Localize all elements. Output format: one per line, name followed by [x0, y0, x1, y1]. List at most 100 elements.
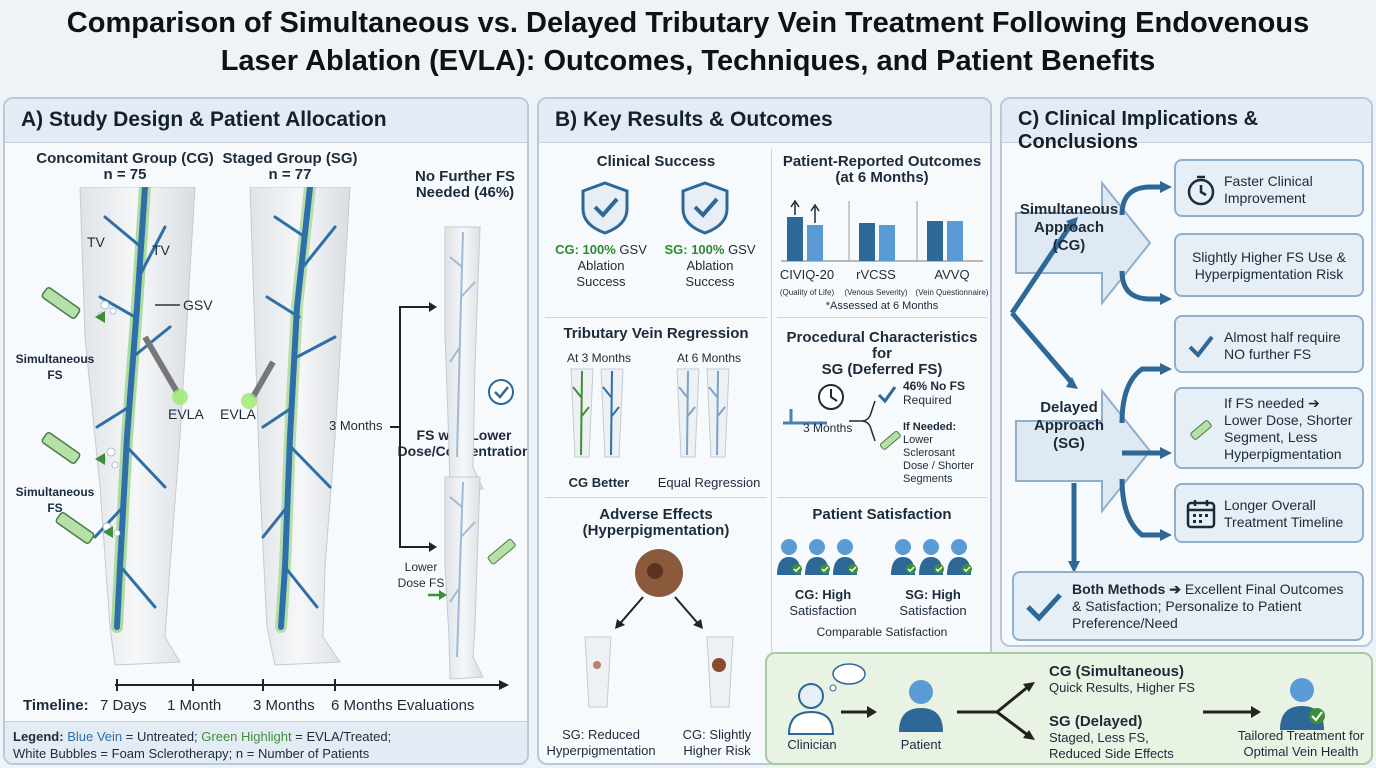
timeline-label: Timeline: [23, 697, 89, 714]
calendar-icon [1186, 500, 1216, 529]
person-icon [777, 539, 802, 575]
satisfaction-people [777, 538, 973, 576]
pro-bar-avvq-sg [947, 221, 963, 261]
sg-leg [249, 187, 351, 666]
three-months-label: 3 Months [329, 418, 383, 433]
regression-title: Tributary Vein Regression [563, 325, 749, 342]
title-line-2: Laser Ablation (EVLA): Outcomes, Techniq… [220, 45, 1156, 77]
lower-dose-leg [444, 476, 484, 680]
gsv-label: GSV [183, 297, 213, 313]
pro-title: Patient-Reported Outcomes(at 6 Months) [782, 153, 982, 186]
panel-a-title: A) Study Design & Patient Allocation [21, 108, 387, 131]
legend-box [5, 721, 527, 763]
shield-icons [581, 181, 729, 235]
cg-group-title: Concomitant Group (CG)n = 75 [36, 150, 214, 183]
pathway-diagram [787, 663, 1325, 740]
timeline-1-month: 1 Month [167, 697, 222, 714]
timeline-3-months: 3 Months [253, 697, 315, 714]
check-icon [877, 386, 897, 404]
title-line-1: Comparison of Simultaneous vs. Delayed T… [66, 7, 1310, 39]
pro-label-civiq: CIVIQ-20(Quality of Life) [779, 267, 835, 297]
check-icon [1188, 335, 1214, 359]
panel-c-title: C) Clinical Implications & Conclusions [1018, 108, 1259, 153]
pro-label-rvcss: rVCSS(Venous Severity) [844, 267, 908, 297]
sg-pathway: SG (Delayed)Staged, Less FS,Reduced Side… [1049, 713, 1174, 762]
pro-bar-rvcss-sg [879, 225, 895, 261]
panel-a-header: A) Study Design & Patient Allocation [5, 99, 527, 143]
cg-better-label: CG Better [568, 475, 630, 490]
sg-group-title: Staged Group (SG)n = 77 [222, 150, 358, 183]
simultaneous-arrow [1015, 180, 1152, 306]
pro-bar-civiq-cg [787, 217, 803, 261]
delayed-arrow [1015, 388, 1152, 514]
regression-6-months: At 6 Months [676, 351, 742, 365]
both-methods-text: Both Methods ➔ Excellent Final Outcomes&… [1072, 581, 1344, 631]
adverse-diagram [584, 549, 734, 708]
tv-label-right: TV [152, 242, 170, 258]
page-title: Comparison of Simultaneous vs. Delayed T… [0, 4, 1376, 80]
timeline-7-days: 7 Days [100, 697, 147, 714]
pro-bar-civiq-sg [807, 225, 823, 261]
pro-bar-chart [781, 199, 983, 262]
procedural-3-months: 3 Months [803, 421, 853, 435]
panel-c-header: C) Clinical Implications & Conclusions [1002, 99, 1371, 153]
tv-label-left: TV [87, 234, 105, 250]
sg-veins [261, 187, 337, 633]
both-methods-card: Both Methods ➔ Excellent Final Outcomes&… [1012, 571, 1364, 641]
regression-3-months: At 3 Months [566, 351, 632, 365]
clinician-label: Clinician [787, 737, 837, 752]
legend-line-1: Legend: Blue Vein = Untreated; Green Hig… [13, 729, 392, 744]
panel-clinical-implications: C) Clinical Implications & Conclusions S… [1000, 97, 1373, 647]
equal-regression-label: Equal Regression [657, 475, 761, 490]
cg-pathway: CG (Simultaneous)Quick Results, Higher F… [1049, 663, 1195, 696]
pro-label-avvq: AVVQ(Vein Questionnaire) [915, 267, 989, 297]
higher-fs-card: Slightly Higher FS Use &Hyperpigmentatio… [1174, 233, 1364, 297]
sg-evla-fiber [250, 360, 276, 399]
panel-b-header: B) Key Results & Outcomes [539, 99, 990, 143]
timeline-axis [115, 679, 509, 691]
healthy-patient-icon [1280, 678, 1325, 730]
regression-legs [570, 368, 730, 458]
pro-bar-rvcss-cg [859, 223, 875, 261]
pro-note: *Assessed at 6 Months [825, 300, 939, 312]
branch-arrows [390, 306, 435, 548]
implications-flow [1009, 180, 1172, 573]
shield-icon [581, 181, 629, 235]
satisfaction-title: Patient Satisfaction [812, 506, 952, 523]
legend-line-2: White Bubbles = Foam Sclerotherapy; n = … [13, 746, 370, 761]
check-icon [488, 379, 514, 405]
panel-b-title: B) Key Results & Outcomes [555, 108, 833, 131]
procedural-diagram [783, 384, 901, 450]
no-fs-leg [444, 226, 484, 492]
higher-fs-text: Slightly Higher FS Use &Hyperpigmentatio… [1191, 249, 1347, 282]
comparable-satisfaction: Comparable Satisfaction [816, 625, 948, 639]
adverse-effects-title: Adverse Effects(Hyperpigmentation) [582, 506, 730, 539]
study-design-diagram [41, 187, 516, 680]
syringes [41, 287, 95, 544]
sg-evla-label: EVLA [220, 406, 256, 422]
cg-evla-label: EVLA [168, 406, 204, 422]
cg-evla-fiber [142, 335, 180, 394]
timeline-6-months: 6 Months Evaluations [331, 697, 475, 714]
